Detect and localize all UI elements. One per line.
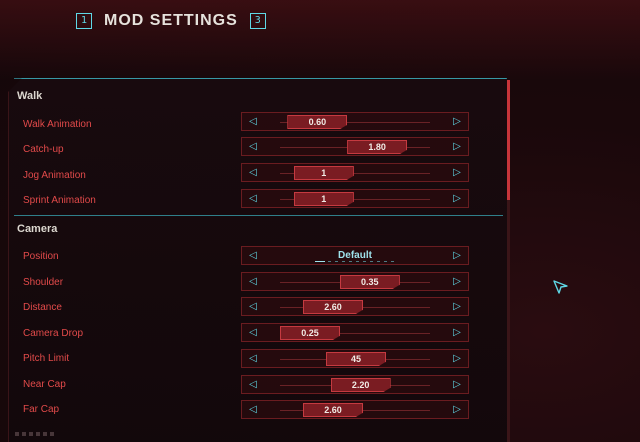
slider-far-cap[interactable]: ◁ 2.60 ▷ [241, 400, 469, 419]
selector-value: Default [338, 250, 372, 261]
arrow-left-icon[interactable]: ◁ [249, 116, 257, 127]
arrow-left-icon[interactable]: ◁ [249, 353, 257, 364]
row-label-sprint-animation: Sprint Animation [23, 195, 96, 206]
slider-sprint-animation[interactable]: ◁ 1 ▷ [241, 189, 469, 208]
arrow-right-icon[interactable]: ▷ [453, 404, 461, 415]
row-label-walk-animation: Walk Animation [23, 119, 92, 130]
arrow-right-icon[interactable]: ▷ [453, 301, 461, 312]
selector-indicator-active [315, 261, 325, 262]
arrow-right-icon[interactable]: ▷ [453, 250, 461, 261]
next-tab-key-badge[interactable]: 3 [249, 13, 266, 29]
arrow-right-icon[interactable]: ▷ [453, 379, 461, 390]
slider-knob[interactable]: 1 [293, 166, 354, 180]
slider-knob[interactable]: 0.60 [287, 115, 348, 129]
page-title: MOD SETTINGS [104, 12, 238, 29]
arrow-left-icon[interactable]: ◁ [249, 193, 257, 204]
arrow-right-icon[interactable]: ▷ [453, 193, 461, 204]
arrow-left-icon[interactable]: ◁ [249, 276, 257, 287]
slider-catch-up[interactable]: ◁ 1.80 ▷ [241, 137, 469, 156]
arrow-right-icon[interactable]: ▷ [453, 167, 461, 178]
section-header-walk: Walk [17, 90, 43, 102]
slider-walk-animation[interactable]: ◁ 0.60 ▷ [241, 112, 469, 131]
arrow-right-icon[interactable]: ▷ [453, 116, 461, 127]
arrow-right-icon[interactable]: ▷ [453, 141, 461, 152]
background-glow [0, 0, 640, 80]
arrow-left-icon[interactable]: ◁ [249, 141, 257, 152]
slider-distance[interactable]: ◁ 2.60 ▷ [241, 297, 469, 316]
row-label-camera-drop: Camera Drop [23, 328, 84, 339]
row-label-jog-animation: Jog Animation [23, 170, 86, 181]
row-label-near-cap: Near Cap [23, 379, 66, 390]
prev-tab-key-badge[interactable]: 1 [76, 13, 92, 29]
slider-near-cap[interactable]: ◁ 2.20 ▷ [241, 375, 469, 394]
cursor-icon [553, 278, 569, 298]
slider-knob[interactable]: 1 [293, 192, 354, 206]
arrow-left-icon[interactable]: ◁ [249, 404, 257, 415]
section-header-camera: Camera [17, 223, 58, 235]
slider-knob[interactable]: 2.60 [303, 300, 363, 314]
scrollbar-track[interactable] [507, 80, 510, 442]
arrow-right-icon[interactable]: ▷ [453, 276, 461, 287]
row-label-pitch-limit: Pitch Limit [23, 353, 70, 364]
slider-shoulder[interactable]: ◁ 0.35 ▷ [241, 272, 469, 291]
slider-knob[interactable]: 2.60 [303, 403, 363, 417]
selector-position[interactable]: ◁ Default ▷ [241, 246, 469, 265]
arrow-left-icon[interactable]: ◁ [249, 167, 257, 178]
arrow-left-icon[interactable]: ◁ [249, 379, 257, 390]
slider-track [280, 173, 430, 174]
scrollbar-thumb[interactable] [507, 80, 510, 200]
slider-knob[interactable]: 45 [326, 352, 386, 366]
panel-top-border [14, 78, 506, 79]
arrow-left-icon[interactable]: ◁ [249, 301, 257, 312]
row-label-shoulder: Shoulder [23, 277, 64, 288]
slider-camera-drop[interactable]: ◁ 0.25 ▷ [241, 323, 469, 342]
arrow-left-icon[interactable]: ◁ [249, 250, 257, 261]
slider-knob[interactable]: 2.20 [330, 378, 391, 392]
slider-track [280, 333, 430, 334]
slider-pitch-limit[interactable]: ◁ 45 ▷ [241, 349, 469, 368]
header: 1 MOD SETTINGS 3 [76, 12, 266, 30]
row-label-distance: Distance [23, 302, 62, 313]
slider-knob[interactable]: 0.35 [339, 275, 400, 289]
slider-knob[interactable]: 1.80 [347, 140, 408, 154]
row-label-far-cap: Far Cap [23, 404, 60, 415]
selector-indicator-dots [328, 261, 398, 262]
bottom-hint [15, 432, 55, 436]
row-label-position: Position [23, 251, 59, 262]
row-label-catch-up: Catch-up [23, 144, 64, 155]
arrow-right-icon[interactable]: ▷ [453, 353, 461, 364]
slider-track [280, 199, 430, 200]
slider-jog-animation[interactable]: ◁ 1 ▷ [241, 163, 469, 182]
slider-knob[interactable]: 0.25 [280, 326, 340, 340]
section-divider [14, 215, 503, 216]
arrow-right-icon[interactable]: ▷ [453, 327, 461, 338]
slider-track [280, 122, 430, 123]
arrow-left-icon[interactable]: ◁ [249, 327, 257, 338]
